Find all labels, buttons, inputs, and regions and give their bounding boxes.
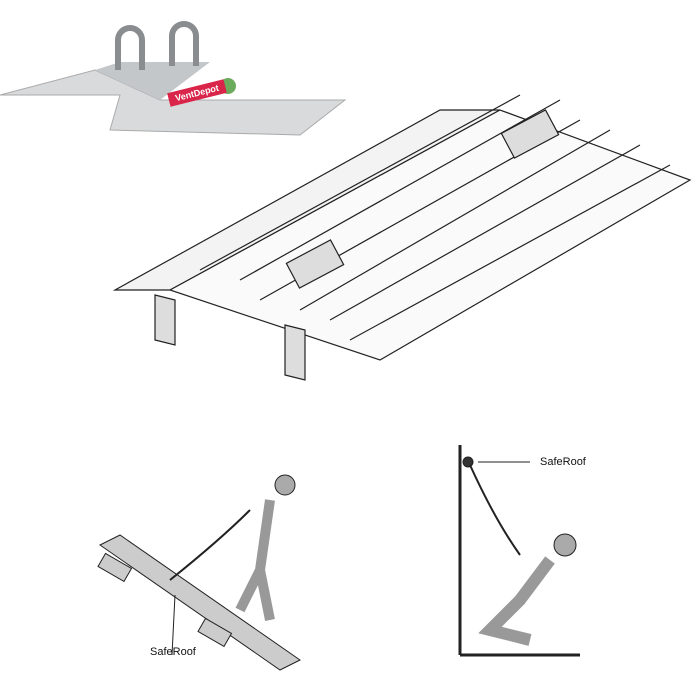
saferoof-label-left: SafeRoof	[150, 646, 196, 658]
sloped-roof-worker-figure	[97, 474, 301, 671]
wall-anchor-worker-figure	[458, 445, 580, 657]
roof-isometric-drawing	[112, 94, 692, 381]
saferoof-label-right: SafeRoof	[540, 456, 586, 468]
roof-anchor-product	[0, 21, 347, 136]
